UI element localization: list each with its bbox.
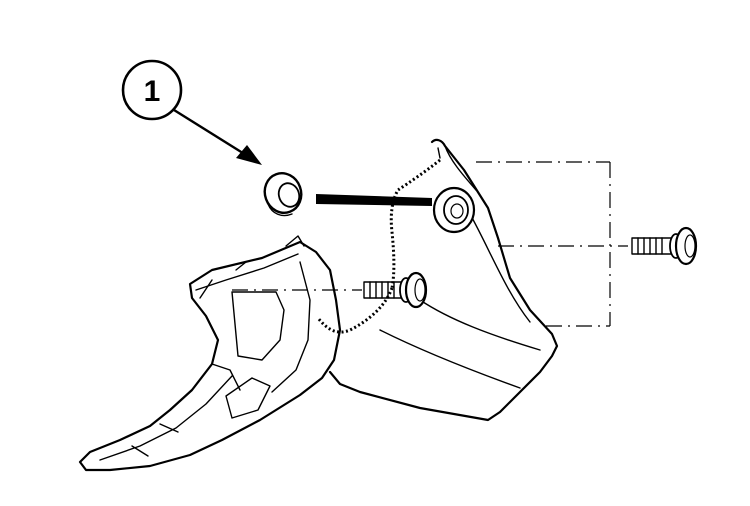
leader-arrowhead <box>236 145 262 165</box>
grommet <box>263 172 303 217</box>
bolt-right <box>631 226 698 266</box>
callout-number: 1 <box>144 75 161 108</box>
callout-1: 1 <box>121 59 262 165</box>
assembly-path-wedge <box>316 194 432 206</box>
alignment-lines <box>232 161 628 327</box>
lower-brace <box>78 235 342 472</box>
bolt-center <box>363 271 428 309</box>
bracket-panel <box>316 138 559 422</box>
